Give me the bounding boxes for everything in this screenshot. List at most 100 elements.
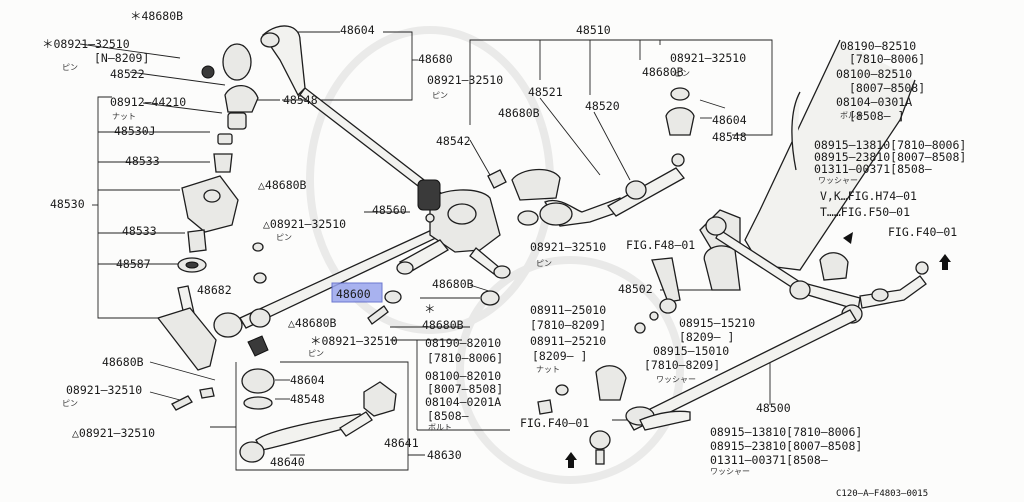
part-label: [8508– — [427, 409, 469, 423]
part-label: 48510 — [576, 23, 611, 37]
part-label: 48682 — [197, 283, 232, 297]
part-label: 48680 — [418, 52, 453, 66]
part-label: 01311–00371[8508– — [814, 162, 932, 176]
part-type-label: ワッシャー — [710, 467, 750, 476]
part-label: 48604 — [290, 373, 325, 387]
part-label: 08190–82510 — [840, 39, 916, 53]
part-label: ＊48680B — [130, 9, 183, 23]
part-label: 48548 — [283, 93, 318, 107]
part-label: 48530 — [50, 197, 85, 211]
part-label: 48680B — [498, 106, 540, 120]
part-type-label: ピン — [674, 69, 690, 78]
part-label: ＊08921–32510 — [310, 334, 398, 348]
part-label: 48560 — [372, 203, 407, 217]
leader-lines — [79, 31, 773, 471]
part-type-label: ピン — [276, 233, 292, 242]
part-label: 08915–13810[7810–8006] — [814, 138, 966, 152]
part-type-label: ピン — [308, 349, 324, 358]
part-label: △08921–32510 — [263, 217, 346, 231]
part-type-label: ピン — [62, 399, 78, 408]
part-type-label: ナット — [536, 365, 560, 374]
part-label: 48630 — [427, 448, 462, 462]
part-label: [7810–8006] — [849, 52, 925, 66]
part-label: 08915–23810[8007–8508] — [814, 150, 966, 164]
part-label: 48680B — [432, 277, 474, 291]
part-label: 08915–13810[7810–8006] — [710, 425, 862, 439]
part-label: FIG.F40–01 — [888, 225, 957, 239]
part-label: 48520 — [585, 99, 620, 113]
part-label: 48522 — [110, 67, 145, 81]
part-type-label: ナット — [112, 112, 136, 121]
part-label: 08190–82010 — [425, 336, 501, 350]
part-label: [7810–8209] — [644, 358, 720, 372]
highlight-box — [331, 282, 383, 303]
part-label: 48548 — [290, 392, 325, 406]
part-label: [8007–8508] — [849, 81, 925, 95]
part-type-label: ワッシャー — [656, 375, 696, 384]
part-label: 08915–15210 — [679, 316, 755, 330]
part-label: 48530J — [114, 124, 156, 138]
part-label: [7810–8006] — [427, 351, 503, 365]
part-label: 48641 — [384, 436, 419, 450]
part-label: 08104–0201A — [425, 395, 501, 409]
part-label: 08921–32510 — [66, 383, 142, 397]
part-label: [8007–8508] — [427, 382, 503, 396]
part-label: △48680B — [288, 316, 337, 330]
part-label: 48502 — [618, 282, 653, 296]
part-label: 08921–32510 — [670, 51, 746, 65]
part-type-label: ピン — [536, 259, 552, 268]
diagram-parts — [156, 25, 951, 468]
part-label: 01311–00371[8508– — [710, 453, 828, 467]
part-label: 08911–25210 — [530, 334, 606, 348]
part-label: ＊ — [424, 302, 436, 316]
part-type-label: ワッシャー — [818, 176, 858, 185]
part-label: 08915–23810[8007–8508] — [710, 439, 862, 453]
part-label: FIG.F40–01 — [520, 416, 589, 430]
part-sublabels: ピンナットピンピンピンピンピンボルトワッシャーワッシャーナットボルトワッシャーピ… — [62, 63, 864, 476]
part-label: 08912–44210 — [110, 95, 186, 109]
part-label: 48587 — [116, 257, 151, 271]
part-label: FIG.F48–01 — [626, 238, 695, 252]
part-label: 48533 — [122, 224, 157, 238]
part-label: 48680B — [642, 65, 684, 79]
part-label: 48680B — [102, 355, 144, 369]
part-label: 48604 — [712, 113, 747, 127]
part-label: 08921–32510 — [530, 240, 606, 254]
part-type-label: ボルト — [840, 111, 864, 120]
arrow-up-icon — [565, 452, 577, 468]
part-label: 08915–15010 — [653, 344, 729, 358]
part-label: △08921–32510 — [72, 426, 155, 440]
diagram-code: C120–A–F4803–0015 — [836, 489, 928, 499]
part-label: 08100–82010 — [425, 369, 501, 383]
part-label: 48548 — [712, 130, 747, 144]
arrow-up-icon — [939, 254, 951, 270]
part-type-label: ピン — [62, 63, 78, 72]
part-label: 48680B — [422, 318, 464, 332]
part-label: 08921–32510 — [427, 73, 503, 87]
part-label: 48521 — [528, 85, 563, 99]
highlighted-part-label: 48600 — [336, 287, 371, 301]
part-label: [8209– ] — [679, 330, 734, 344]
arrow-up-icon — [843, 232, 853, 244]
part-label: 08104–0301A — [836, 95, 912, 109]
part-label: 48604 — [340, 23, 375, 37]
part-label: [N–8209] — [94, 51, 149, 65]
part-label: V,K…FIG.H74–01 — [820, 189, 917, 203]
part-labels: ＊48680B48604＊08921–32510[N–8209]48522486… — [42, 9, 966, 469]
part-label: 48542 — [436, 134, 471, 148]
part-label: [8209– ] — [532, 349, 587, 363]
part-label: 48533 — [125, 154, 160, 168]
part-label: [8508– ] — [849, 109, 904, 123]
part-label: ＊08921–32510 — [42, 37, 130, 51]
part-label: T……FIG.F50–01 — [820, 205, 910, 219]
part-label: △48680B — [258, 178, 307, 192]
part-type-label: ピン — [432, 91, 448, 100]
part-type-label: ボルト — [428, 423, 452, 432]
part-label: 48640 — [270, 455, 305, 469]
part-label: 08100–82510 — [836, 67, 912, 81]
part-label: [7810–8209] — [530, 318, 606, 332]
part-label: 08911–25010 — [530, 303, 606, 317]
part-label: 48500 — [756, 401, 791, 415]
